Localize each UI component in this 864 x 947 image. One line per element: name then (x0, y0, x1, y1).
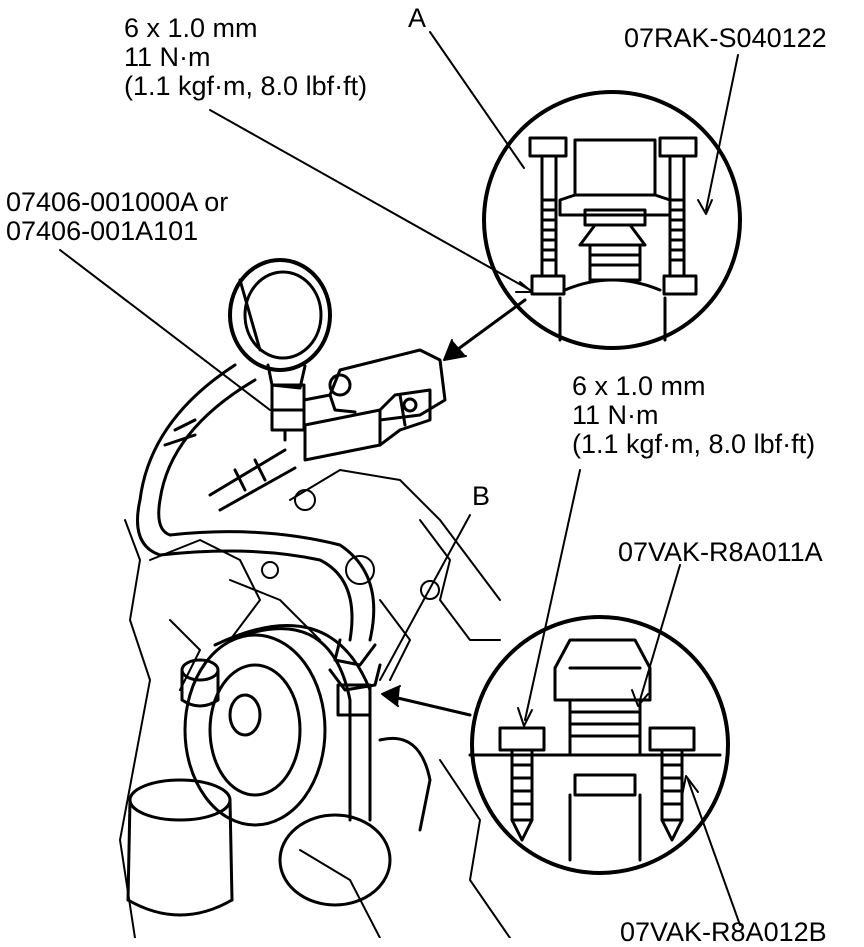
spec-right-label: 6 x 1.0 mm 11 N·m (1.1 kgf·m, 8.0 lbf·ft… (572, 372, 815, 459)
oil-filter (126, 658, 234, 917)
gauge-icon (228, 258, 447, 462)
gauge-part-label: 07406-001000A or 07406-001A101 (6, 188, 228, 246)
gauge-part-line2: 07406-001A101 (6, 216, 199, 246)
spec-right-size: 6 x 1.0 mm (572, 371, 706, 401)
spec-top-size: 6 x 1.0 mm (124, 13, 258, 43)
tool-mid-label: 07VAK-R8A011A (618, 537, 823, 567)
callout-b: B (472, 481, 491, 511)
engine-outline (119, 469, 511, 938)
callout-a: A (408, 3, 427, 33)
tool-bottom-label: 07VAK-R8A012B (620, 917, 827, 947)
detail-circle-b (468, 615, 730, 875)
detail-circle-a (482, 90, 742, 350)
spec-right-torque: 11 N·m (572, 400, 659, 430)
spec-top-label: 6 x 1.0 mm 11 N·m (1.1 kgf·m, 8.0 lbf·ft… (124, 14, 367, 101)
tool-top-label: 07RAK-S040122 (624, 23, 827, 53)
spec-top-torque: 11 N·m (124, 42, 211, 72)
leader-lines (59, 31, 741, 926)
hoses (136, 363, 382, 717)
gauge-part-line1: 07406-001000A or (6, 187, 229, 217)
spec-top-torque-alt: (1.1 kgf·m, 8.0 lbf·ft) (124, 71, 368, 101)
pulley (183, 624, 432, 907)
spec-right-torque-alt: (1.1 kgf·m, 8.0 lbf·ft) (572, 429, 816, 459)
